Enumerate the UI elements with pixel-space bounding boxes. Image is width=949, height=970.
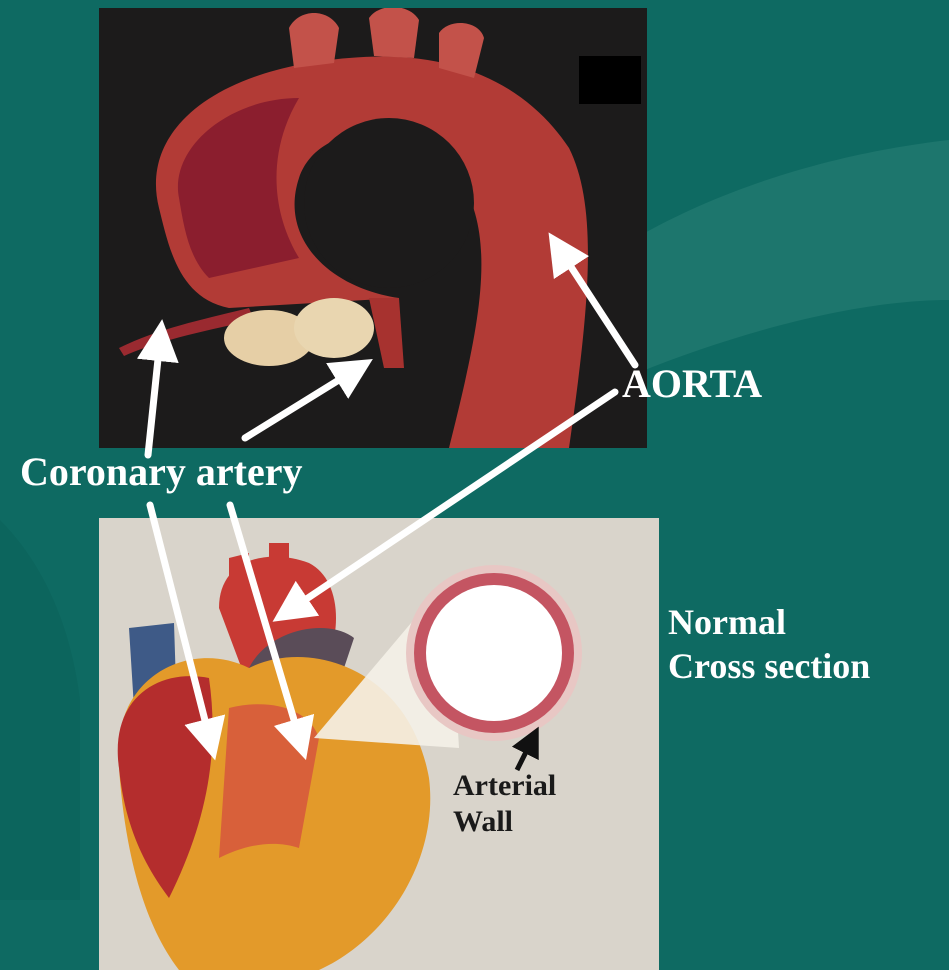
aorta-illustration (99, 8, 647, 448)
heart-illustration (99, 518, 659, 970)
label-wall: Wall (453, 804, 556, 840)
label-cross-section: Cross section (668, 644, 870, 688)
label-coronary-artery: Coronary artery (20, 448, 303, 495)
label-normal-cross-section: Normal Cross section (668, 600, 870, 688)
label-aorta: AORTA (622, 360, 762, 407)
label-arterial: Arterial (453, 768, 556, 804)
label-arterial-wall: Arterial Wall (453, 768, 556, 840)
label-normal: Normal (668, 600, 870, 644)
